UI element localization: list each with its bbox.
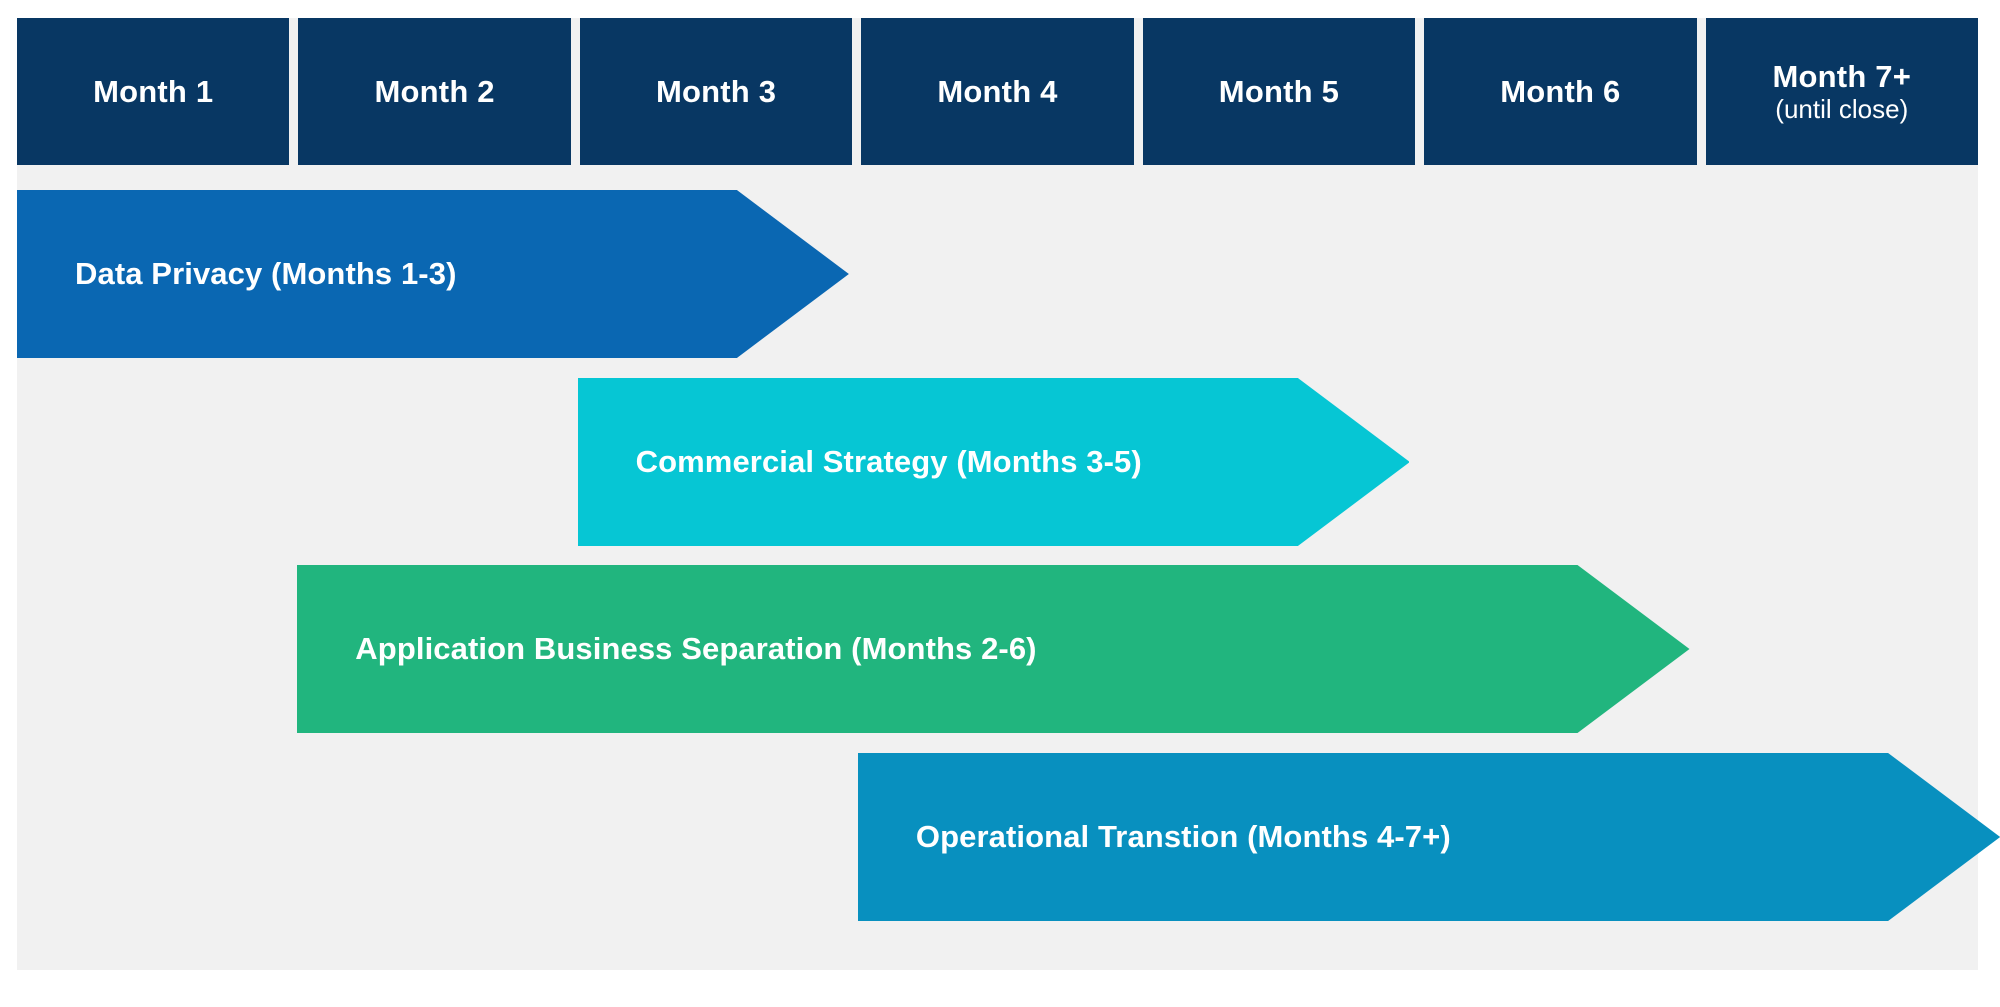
month-header-title: Month 4 — [937, 73, 1058, 109]
workstream-bar-4[interactable]: Operational Transtion (Months 4-7+) — [857, 753, 2000, 921]
arrow-shape-icon — [297, 565, 1690, 733]
workstream-bar-3[interactable]: Application Business Separation (Months … — [297, 565, 1690, 733]
arrow-shape-icon — [857, 753, 2000, 921]
month-header-title: Month 6 — [1500, 73, 1621, 109]
month-header-cell-7: Month 7+(until close) — [1705, 18, 1978, 165]
arrow-shape-icon — [17, 190, 849, 358]
workstream-bar-label: Application Business Separation (Months … — [355, 631, 1037, 666]
workstream-bar-label: Commercial Strategy (Months 3-5) — [635, 444, 1142, 479]
month-header-cell-6: Month 6 — [1424, 18, 1697, 165]
month-header-subtitle: (until close) — [1775, 94, 1909, 125]
month-header-cell-5: Month 5 — [1142, 18, 1416, 165]
month-header-title: Month 5 — [1218, 73, 1340, 109]
workstream-bar-label: Data Privacy (Months 1-3) — [75, 256, 457, 291]
month-header-row: Month 1 Month 2 Month 3 Month 4 Month 5 Month… — [17, 18, 1978, 165]
month-header-cell-4: Month 4 — [861, 18, 1134, 165]
month-header-cell-1: Month 1 — [17, 18, 290, 165]
arrow-shape-icon — [577, 378, 1410, 546]
month-header-title: Month 2 — [374, 73, 495, 109]
workstream-bar-1[interactable]: Data Privacy (Months 1-3) — [17, 190, 849, 358]
workstream-bar-label: Operational Transtion (Months 4-7+) — [915, 819, 1451, 854]
workstream-bar-2[interactable]: Commercial Strategy (Months 3-5) — [577, 378, 1410, 546]
month-header-cell-2: Month 2 — [298, 18, 571, 165]
month-header-title: Month 1 — [93, 73, 214, 109]
month-header-cell-3: Month 3 — [579, 18, 853, 165]
month-header-title: Month 3 — [655, 73, 777, 109]
month-header-title: Month 7+ — [1772, 59, 1912, 95]
